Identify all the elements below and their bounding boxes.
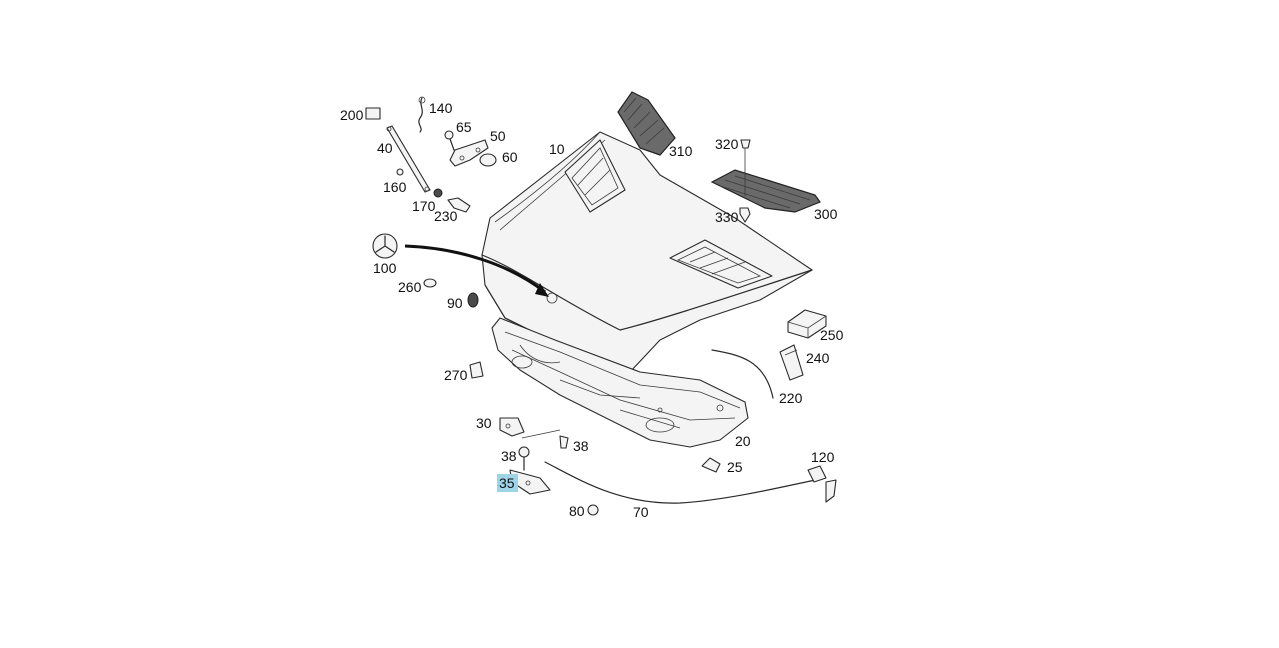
- stopper-270-part: [469, 361, 484, 379]
- washer-160-part: [396, 168, 404, 176]
- release-handle-120-part: [807, 465, 837, 503]
- block-250-part: [787, 309, 827, 339]
- clip-80-part: [587, 504, 599, 516]
- label-220: 220: [779, 390, 803, 406]
- label-320: 320: [715, 136, 739, 152]
- label-250: 250: [820, 327, 844, 343]
- label-80: 80: [569, 503, 585, 519]
- hood-panel: [481, 131, 813, 373]
- label-300: 300: [814, 206, 838, 222]
- clip-330-part: [739, 207, 751, 223]
- screw-38a-part: [559, 435, 569, 449]
- label-140: 140: [429, 100, 453, 116]
- emblem-arrow: [404, 244, 549, 297]
- bump-stop-60-part: [479, 153, 497, 167]
- label-270: 270: [444, 367, 468, 383]
- hinge-50-part: [449, 139, 489, 167]
- screw-38b-part: [518, 446, 530, 471]
- clip-nut-200-part: [365, 107, 381, 120]
- label-230: 230: [434, 208, 458, 224]
- label-100: 100: [373, 260, 397, 276]
- release-cable-70-part: [544, 461, 826, 504]
- seal-220-part: [711, 349, 774, 399]
- label-70: 70: [633, 504, 649, 520]
- label-30: 30: [476, 415, 492, 431]
- grommet-170-part: [433, 188, 443, 198]
- label-35-highlight: [497, 474, 518, 492]
- label-260: 260: [398, 279, 422, 295]
- label-330: 330: [715, 209, 739, 225]
- part-labels: 200 140 65 50 60 40 160 170 230 10 310 3…: [340, 100, 844, 520]
- label-40: 40: [377, 140, 393, 156]
- label-65: 65: [456, 119, 472, 135]
- clip-25-part: [701, 457, 721, 473]
- label-90: 90: [447, 295, 463, 311]
- latch-bracket-30-part: [499, 417, 561, 439]
- label-10: 10: [549, 141, 565, 157]
- spring-140-part: [418, 96, 426, 133]
- label-160: 160: [383, 179, 407, 195]
- label-60: 60: [502, 149, 518, 165]
- label-35: 35: [499, 475, 515, 491]
- prop-rod-40-part: [386, 125, 431, 193]
- screw-65-part: [444, 130, 455, 151]
- insulation-240-part: [779, 344, 804, 381]
- clip-320-part: [740, 139, 751, 196]
- label-38-lower: 38: [501, 448, 517, 464]
- hood-liner: [491, 317, 749, 448]
- label-240: 240: [806, 350, 830, 366]
- upper-grille-part: [617, 91, 676, 156]
- label-20: 20: [735, 433, 751, 449]
- star-emblem-part: [372, 233, 398, 259]
- label-310: 310: [669, 143, 693, 159]
- bolt-230-part: [447, 197, 471, 213]
- label-25: 25: [727, 459, 743, 475]
- right-grille-part: [710, 169, 821, 213]
- label-38-upper: 38: [573, 438, 589, 454]
- label-50: 50: [490, 128, 506, 144]
- label-200: 200: [340, 107, 364, 123]
- pad-260-part: [423, 278, 437, 288]
- label-170: 170: [412, 198, 436, 214]
- label-120: 120: [811, 449, 835, 465]
- buffer-90-part: [467, 292, 479, 308]
